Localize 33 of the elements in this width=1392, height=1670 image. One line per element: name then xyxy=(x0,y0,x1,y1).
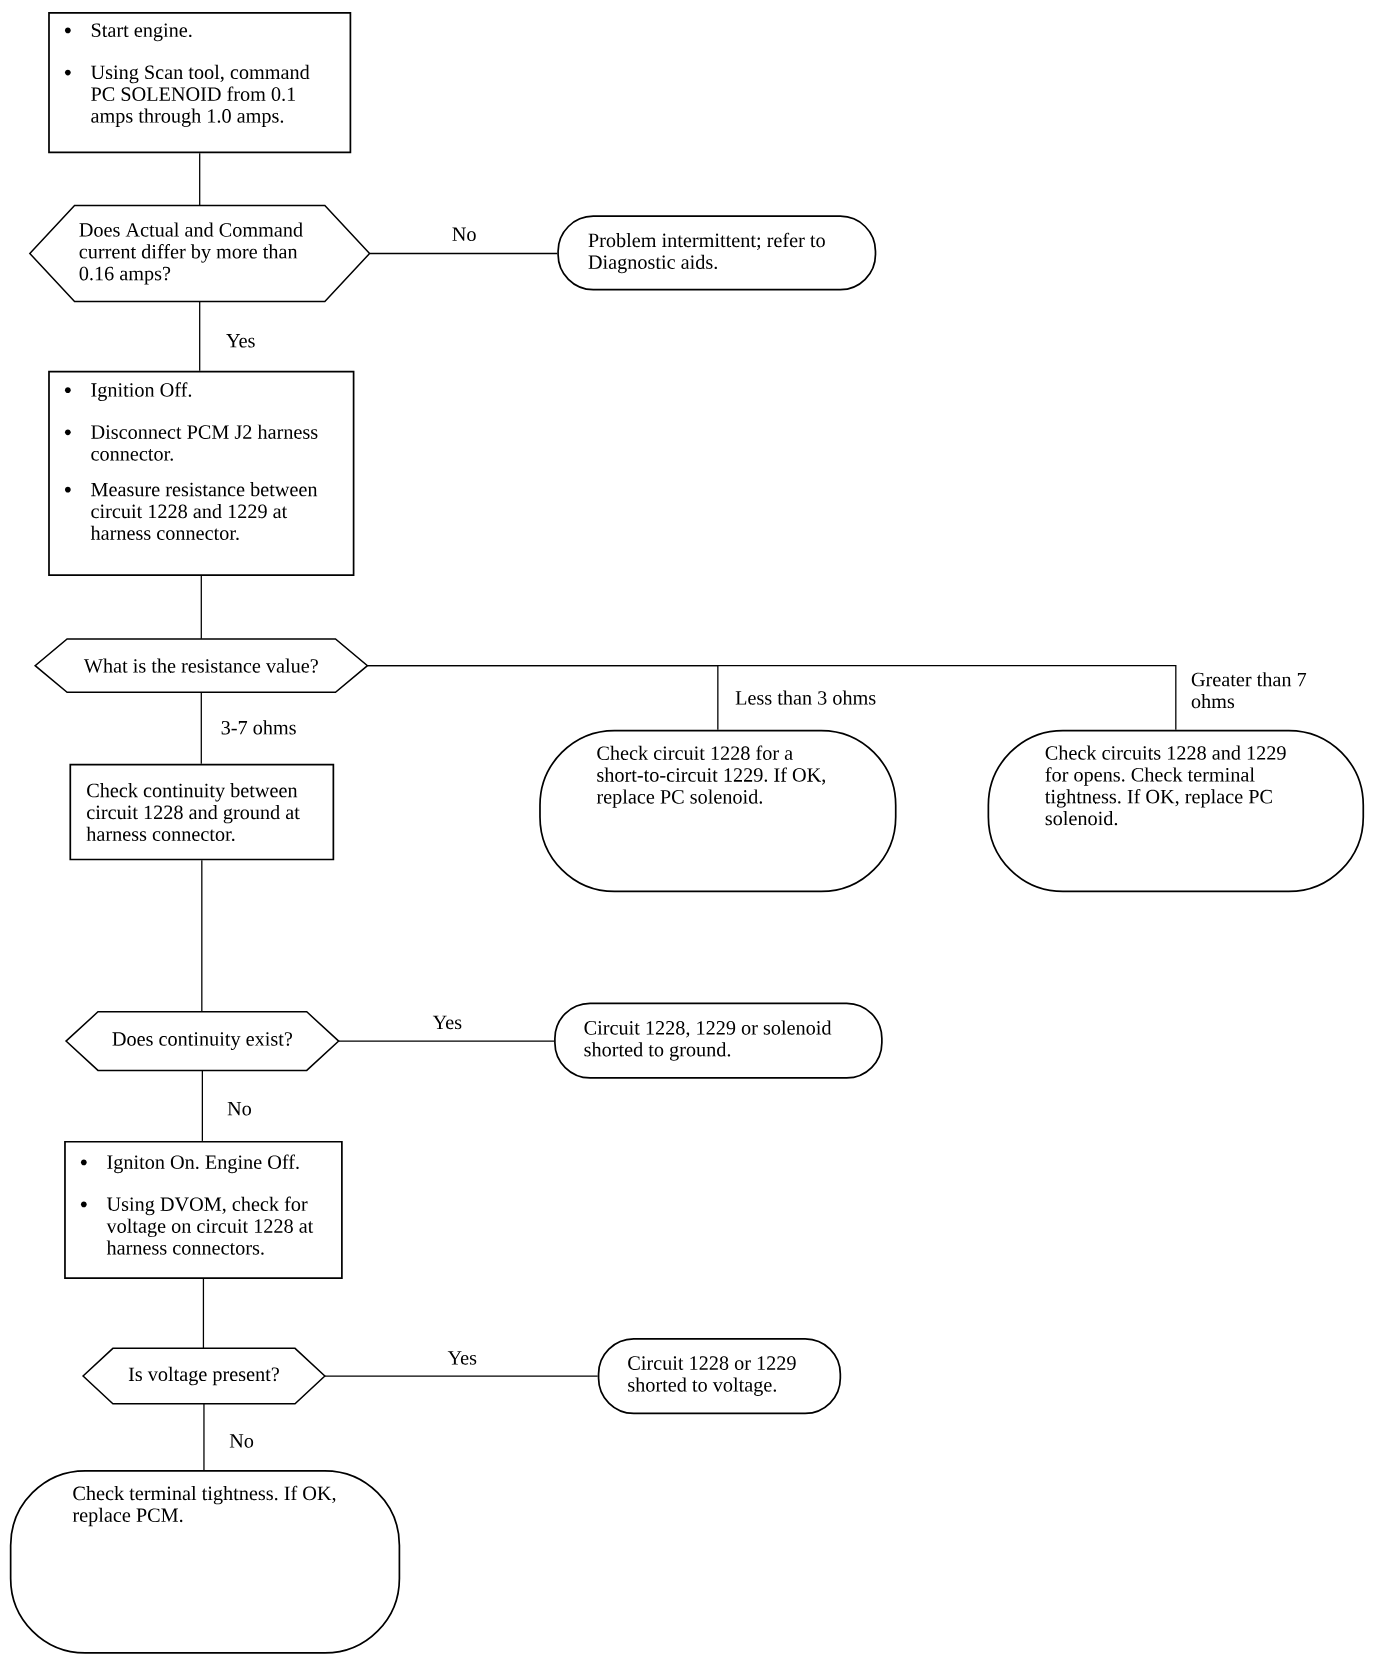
connector-line xyxy=(202,1278,205,1349)
connector-line xyxy=(199,152,201,206)
connector-line xyxy=(324,1375,599,1377)
decision-hexagon: What is the resistance value? xyxy=(34,638,369,694)
edge-label: 3-7 ohms xyxy=(219,719,298,736)
terminal-box: Circuit 1228 or 1229 shorted to voltage. xyxy=(597,1337,842,1415)
connector-line xyxy=(200,691,202,765)
terminal-box: Check circuits 1228 and 1229 for opens. Check terminal tightness. If OK, replace PC solenoid. xyxy=(987,729,1365,893)
connector-line xyxy=(201,1069,203,1142)
terminal-box: Check terminal tightness. If OK, replace PCM. xyxy=(9,1470,401,1654)
connector-line xyxy=(367,665,1177,731)
connector-line xyxy=(200,575,202,640)
process-box: Ignition Off. Disconnect PCM J2 harness connector. Measure resistance between circuit 1228 and 1229 at harness connector. xyxy=(48,370,355,576)
edge-label: Greater than 7 ohms xyxy=(1189,671,1312,710)
edge-label: Yes xyxy=(224,333,257,349)
edge-label: Yes xyxy=(446,1350,479,1366)
connector-line xyxy=(203,1403,205,1471)
connector-line xyxy=(369,252,558,255)
process-box: Check continuity between circuit 1228 and ground at harness connector. xyxy=(69,763,335,861)
process-box: Start engine. Using Scan tool, command PC SOLENOID from 0.1 amps through 1.0 amps. xyxy=(48,11,352,154)
edge-label: No xyxy=(228,1433,255,1449)
edge-label: Yes xyxy=(431,1014,464,1031)
terminal-box: Check circuit 1228 for a short-to-circuit 1229. If OK, replace PC solenoid. xyxy=(539,729,897,893)
terminal-box: Circuit 1228, 1229 or solenoid shorted to ground. xyxy=(554,1002,883,1079)
terminal-box: Problem intermittent; refer to Diagnostic aids. xyxy=(557,215,877,291)
edge-label: Less than 3 ohms xyxy=(734,689,878,706)
connector-line xyxy=(199,301,201,372)
connector-line xyxy=(201,859,203,1013)
edge-label: No xyxy=(226,1100,253,1117)
process-box: Igniton On. Engine Off. Using DVOM, check for voltage on circuit 1228 at harness connectors. xyxy=(64,1140,343,1279)
connector-line xyxy=(338,1040,555,1042)
edge-label: No xyxy=(450,226,478,243)
decision-hexagon: Is voltage present? xyxy=(82,1347,326,1405)
